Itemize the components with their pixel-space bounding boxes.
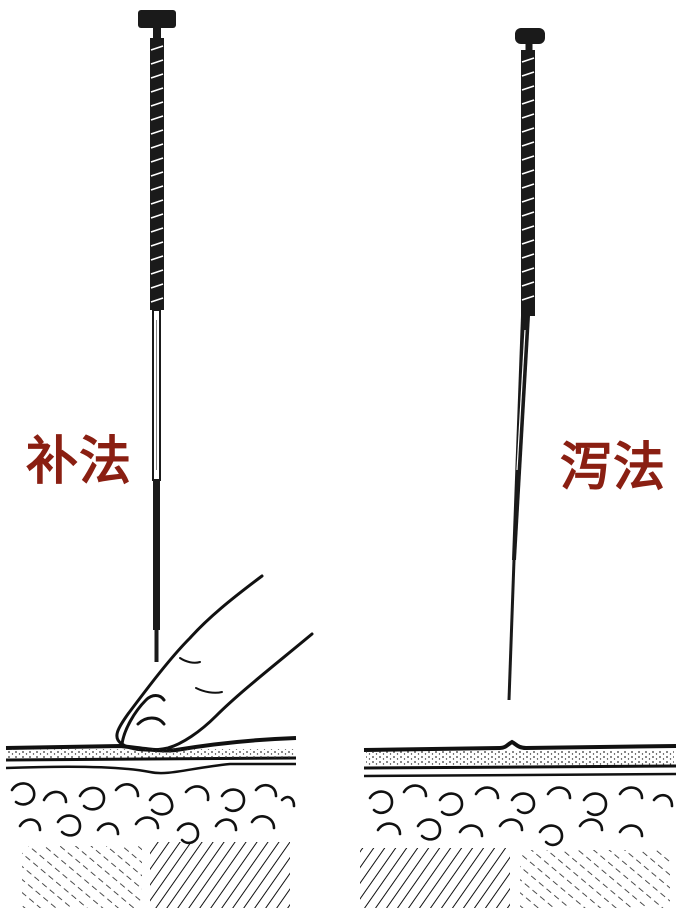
right-muscle-hatching [360, 848, 510, 908]
left-needle-head [138, 10, 176, 28]
tonifying-method-label: 补法 [26, 436, 132, 488]
left-needle-shaft-lower [153, 480, 160, 630]
right-skin-surface [364, 742, 676, 750]
right-skin-tissue [360, 742, 676, 908]
left-skin-tissue [6, 738, 296, 908]
right-needle-head [515, 28, 545, 44]
right-needle-shaft [512, 316, 530, 560]
left-needle [138, 10, 176, 662]
right-needle [509, 28, 545, 700]
left-muscle-hatching [22, 846, 142, 908]
right-needle-tip [509, 560, 514, 700]
reducing-method-label: 泻法 [560, 442, 666, 494]
pressing-finger [117, 576, 312, 750]
